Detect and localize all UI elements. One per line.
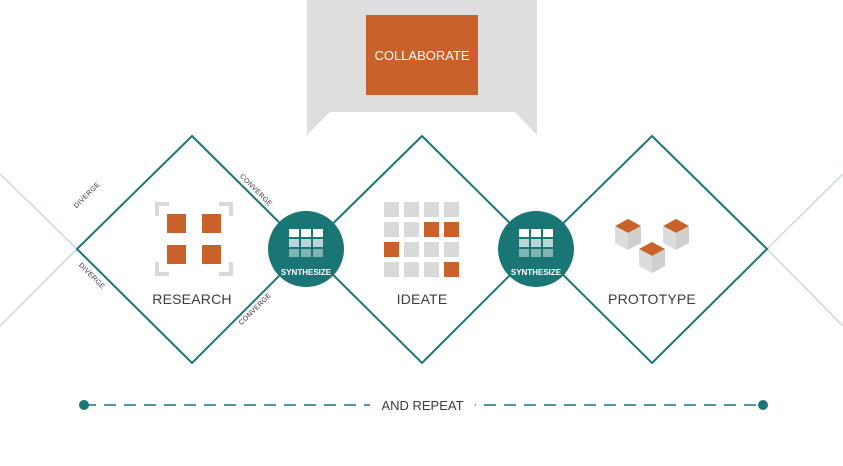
phase-label-research: RESEARCH bbox=[152, 291, 232, 307]
collaborate-label: COLLABORATE bbox=[374, 47, 470, 63]
prototype-diamond bbox=[535, 134, 769, 365]
focus-grid-icon bbox=[155, 202, 233, 276]
cubes-icon bbox=[615, 219, 689, 273]
ideate-diamond bbox=[305, 134, 538, 365]
outer-lines bbox=[0, 173, 843, 327]
grid-icon bbox=[289, 229, 323, 257]
phase-label-prototype: PROTOTYPE bbox=[608, 291, 696, 307]
repeat-end-dot bbox=[758, 400, 768, 410]
phase-label-ideate: IDEATE bbox=[396, 291, 448, 307]
synthesize-circle-1 bbox=[268, 211, 344, 287]
synthesize-label-2: SYNTHESIZE bbox=[510, 268, 562, 277]
synthesize-label-1: SYNTHESIZE bbox=[280, 268, 332, 277]
sticky-notes-grid-icon bbox=[384, 202, 459, 277]
research-diamond bbox=[75, 134, 308, 365]
synthesize-circle-2 bbox=[498, 211, 574, 287]
repeat-label: AND REPEAT bbox=[370, 398, 475, 413]
grid-icon bbox=[519, 229, 553, 257]
repeat-start-dot bbox=[79, 400, 89, 410]
collaborate-box: COLLABORATE bbox=[366, 15, 478, 95]
